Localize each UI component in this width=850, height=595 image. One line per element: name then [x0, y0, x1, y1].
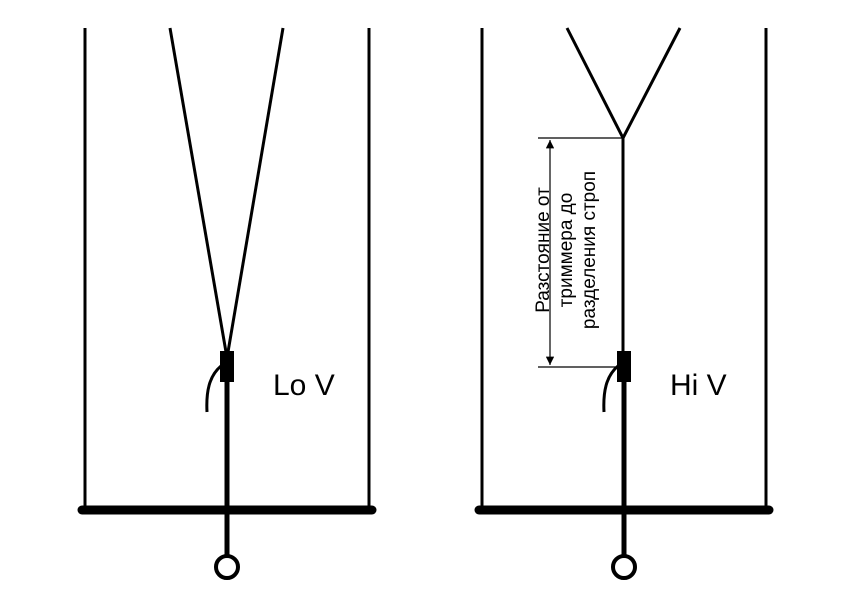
- line-left-branch: [168, 27, 228, 353]
- lo-v-configuration: Lo V: [77, 27, 377, 580]
- trimmer-block: [617, 351, 631, 382]
- trimmer-block: [220, 351, 234, 382]
- dimension-label: Разстояние от триммера до разделения стр…: [533, 171, 600, 329]
- hi-v-configuration: Разстояние от триммера до разделения стр…: [474, 27, 774, 580]
- dimension-text-line-3: разделения строп: [579, 171, 600, 329]
- dimension-text-line-1: Разстояние от: [533, 187, 554, 313]
- lo-v-label: Lo V: [273, 369, 335, 402]
- trimmer-hook: [602, 364, 620, 413]
- trimmer-hook: [205, 364, 223, 413]
- hi-v-label: Hi V: [670, 369, 727, 402]
- line-left-branch: [565, 27, 625, 139]
- line-right-branch: [226, 27, 285, 353]
- dimension-text-line-2: триммера до: [556, 193, 577, 308]
- connector-ring: [214, 554, 240, 580]
- connector-ring: [611, 554, 637, 580]
- line-right-branch: [621, 27, 682, 139]
